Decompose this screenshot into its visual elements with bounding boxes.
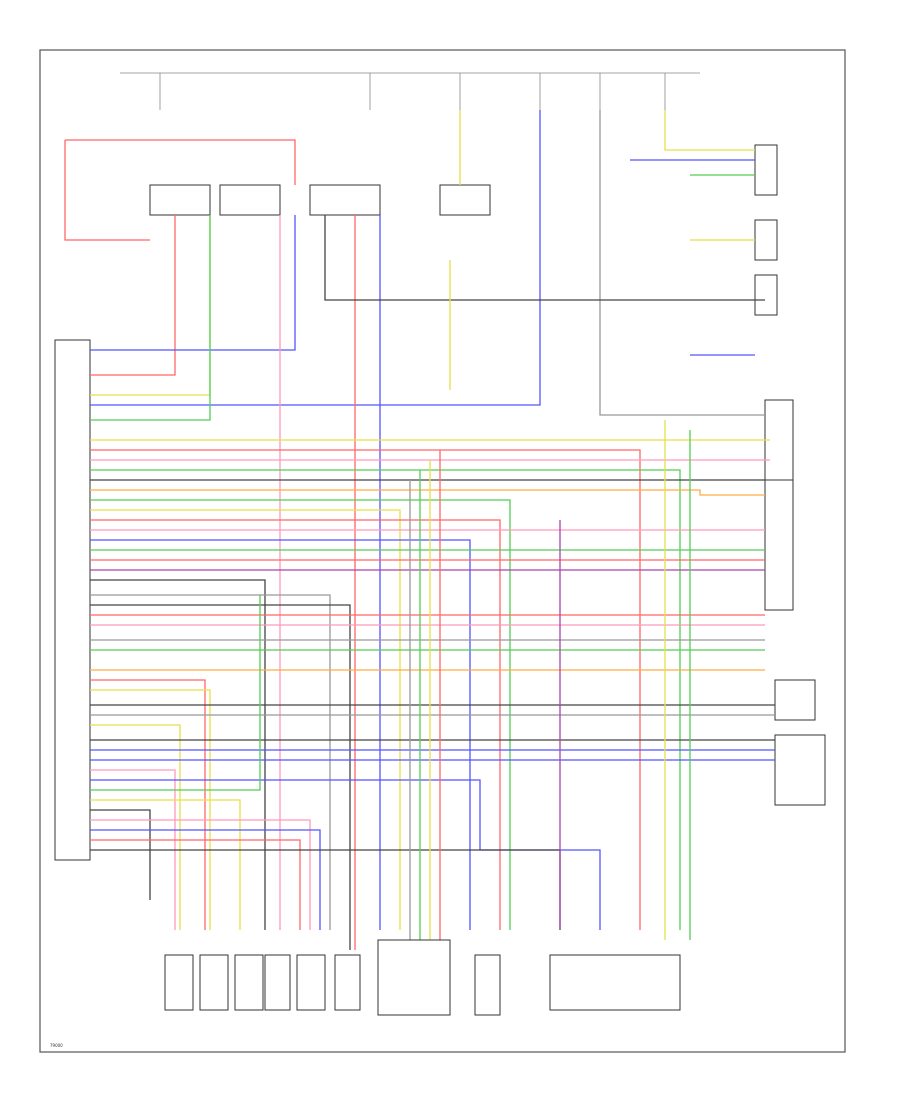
right-connector-7 (774, 734, 826, 806)
wire (90, 809, 151, 900)
wire (90, 839, 301, 930)
wire (90, 724, 181, 930)
wire (90, 215, 296, 351)
wire (90, 829, 321, 930)
pcm-connector-block (54, 339, 91, 861)
wire (90, 799, 241, 930)
right-connector-2 (754, 219, 778, 261)
relay-box-1 (149, 184, 211, 216)
wire (664, 110, 755, 151)
figure-code: 79000 (50, 1043, 63, 1048)
lower-components (164, 939, 681, 1016)
wires (64, 110, 775, 950)
power-distribution (120, 72, 700, 110)
wire (90, 769, 176, 930)
sensor-3 (234, 954, 264, 1011)
transmission-range-switch (377, 939, 451, 1016)
right-connector-3 (754, 274, 778, 316)
wire (90, 110, 541, 406)
throttle-position-sensor (549, 954, 681, 1011)
wire (90, 215, 211, 396)
sensor-2 (199, 954, 229, 1011)
wire (65, 139, 296, 185)
wire (599, 110, 765, 416)
sensor-5 (296, 954, 326, 1011)
sensor-6 (334, 954, 361, 1011)
wire (90, 539, 471, 930)
relay-box-4 (439, 184, 491, 216)
relay-box-3 (309, 184, 381, 216)
right-connector-6 (774, 679, 816, 721)
sensor-1 (164, 954, 194, 1011)
wire (90, 579, 266, 930)
wire (64, 140, 150, 241)
wire (90, 779, 601, 930)
right-connector-1 (754, 144, 778, 196)
wire (90, 215, 176, 376)
wire (90, 519, 501, 930)
solenoid-box (474, 954, 501, 1016)
wire (90, 679, 206, 930)
right-connector-5 (764, 479, 794, 611)
wire (90, 509, 401, 930)
wire (90, 604, 351, 950)
wire (90, 215, 211, 421)
sensor-4 (264, 954, 291, 1011)
wire (90, 594, 331, 930)
wire (90, 849, 561, 930)
wire (90, 595, 261, 791)
wire (90, 499, 511, 930)
wire (324, 215, 765, 301)
wire (90, 819, 311, 930)
wire (90, 489, 765, 496)
diagram-frame (39, 49, 846, 1053)
wire (90, 449, 641, 930)
upper-components (149, 144, 826, 806)
relay-box-2 (219, 184, 281, 216)
wire (90, 469, 681, 930)
